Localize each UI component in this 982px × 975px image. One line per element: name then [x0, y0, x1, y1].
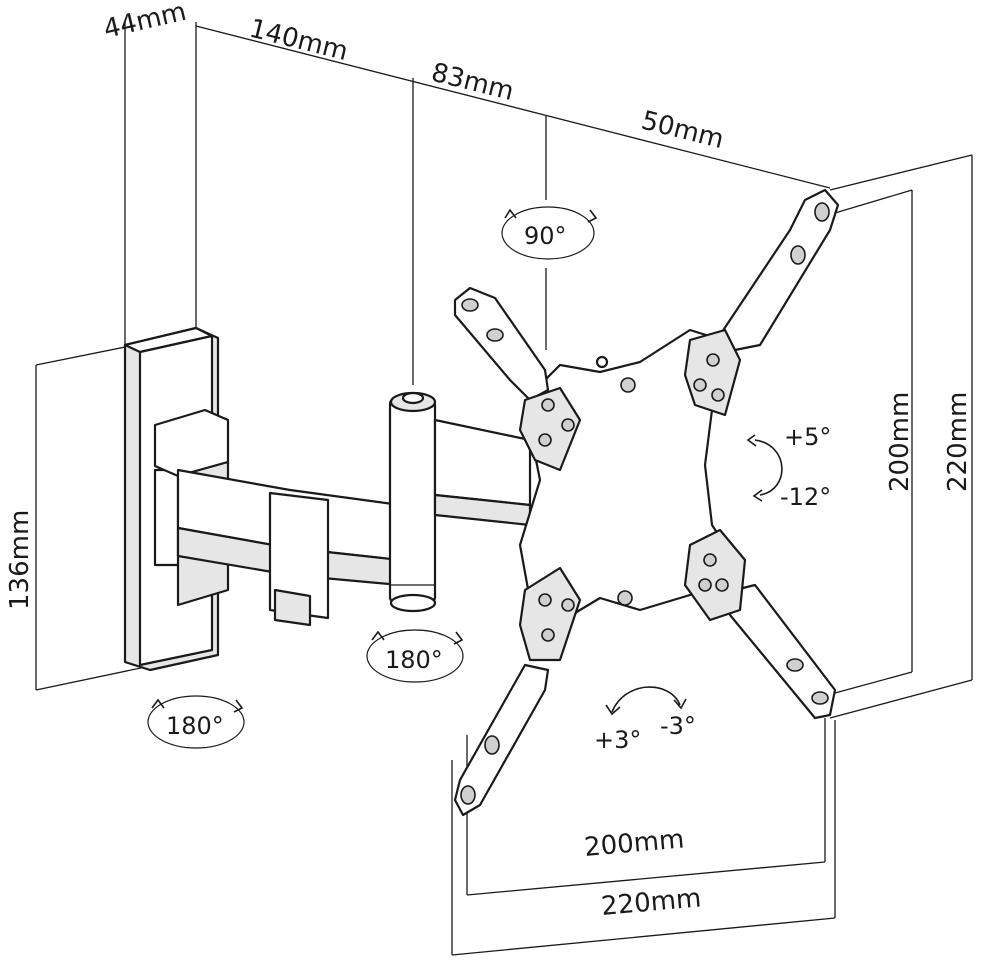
swing-arm	[153, 391, 532, 627]
dim-bottom-inner: 200mm	[583, 824, 686, 863]
dim-right-outer: 220mm	[943, 392, 973, 492]
angle-labels: 90° +5° -12° +3° -3° 180° 180°	[166, 222, 831, 754]
angle-arm-swivel: 180°	[385, 646, 443, 674]
angle-wall-swivel: 180°	[166, 712, 224, 740]
vesa-plate	[453, 188, 840, 817]
angle-level-plus: +3°	[594, 726, 641, 754]
dim-top-arm1: 140mm	[246, 14, 351, 67]
dim-top-depth: 44mm	[101, 0, 189, 45]
dim-left-height: 136mm	[5, 510, 35, 610]
angle-tilt-up: +5°	[784, 423, 831, 451]
angle-top-rotation: 90°	[524, 222, 567, 250]
angle-level-minus: -3°	[660, 712, 696, 740]
angle-indicators	[147, 206, 783, 749]
angle-tilt-down: -12°	[780, 483, 831, 511]
dim-top-plate: 50mm	[638, 106, 727, 155]
dimension-lines	[35, 22, 973, 956]
dim-bottom-outer: 220mm	[600, 883, 703, 922]
dim-top-arm2: 83mm	[428, 58, 517, 107]
dim-right-inner: 200mm	[885, 392, 915, 492]
